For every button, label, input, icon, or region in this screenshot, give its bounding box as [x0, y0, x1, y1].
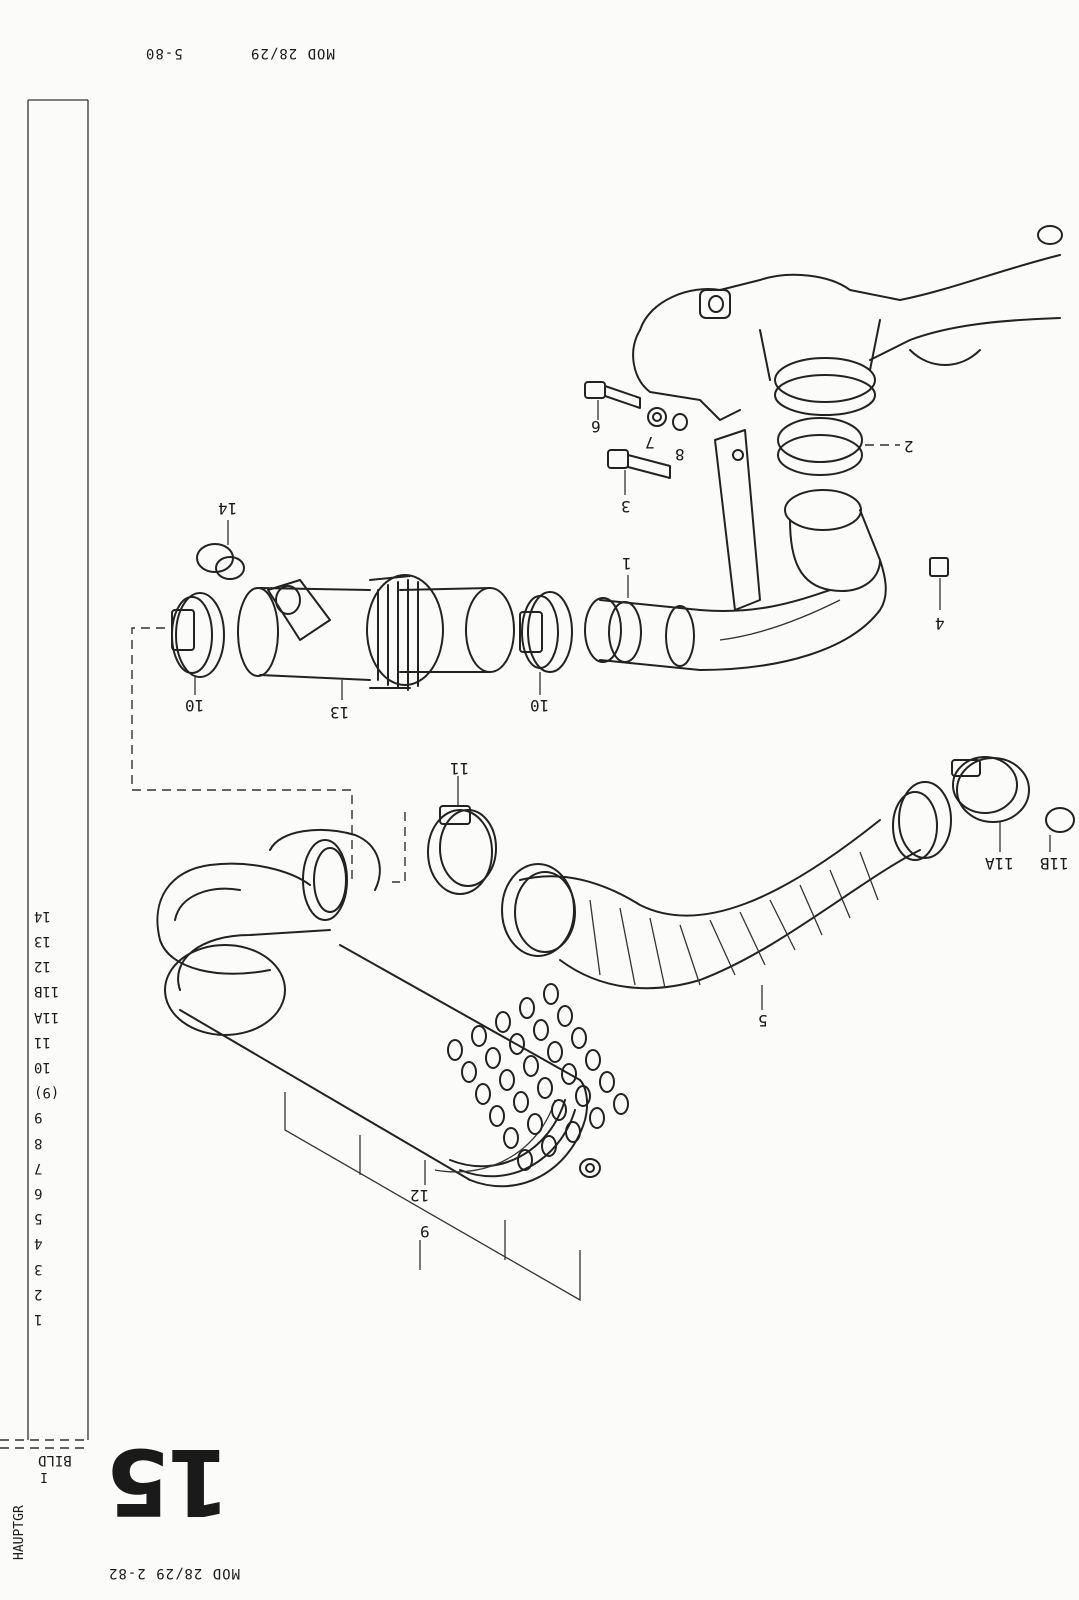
intake-manifold [632, 225, 1063, 421]
side-sep-label: I [40, 1469, 48, 1484]
perforation-hole [517, 1149, 533, 1171]
item-number-8: 8 [34, 1134, 43, 1151]
item-number-6: 6 [34, 1185, 43, 1201]
perforation-hole [571, 1027, 587, 1049]
hose-clamp-10-right [519, 591, 573, 695]
perforation-hole [461, 1061, 477, 1083]
dashed-leader [131, 627, 406, 883]
mounting-bracket [714, 429, 761, 611]
callout-1: 1 [622, 554, 632, 573]
air-cleaner-canister-9 [156, 829, 589, 1188]
side-hauptgr-label: HAUPTGR [12, 1505, 27, 1560]
item-number-17: 14 [34, 907, 51, 924]
perforation-hole [551, 1099, 567, 1121]
perforation-hole [557, 1005, 573, 1027]
perforation-hole [513, 1091, 529, 1113]
perforation-hole [495, 1011, 511, 1033]
perforation-hole [543, 983, 559, 1005]
perforation-hole [509, 1033, 525, 1055]
perforation-hole [537, 1077, 553, 1099]
item-number-7: 7 [34, 1159, 43, 1176]
callout-9: 9 [420, 1222, 430, 1241]
callout-4: 4 [935, 614, 945, 633]
item-number-11: 10 [34, 1059, 51, 1075]
item-number-4: 4 [34, 1235, 43, 1252]
perforation-hole [565, 1121, 581, 1143]
item-number-9: 9 [34, 1109, 43, 1126]
perforation-hole [489, 1105, 505, 1127]
perforation-hole [447, 1039, 463, 1061]
item-number-5: 5 [34, 1210, 43, 1227]
perforation-hole [475, 1083, 491, 1105]
index-column-lines [0, 99, 89, 1449]
perforation-hole [533, 1019, 549, 1041]
perforation-hole [589, 1107, 605, 1129]
callout-3: 3 [621, 497, 631, 516]
callout-2: 2 [904, 437, 914, 456]
hose-clamp-2 [777, 417, 900, 476]
cap-14 [196, 520, 245, 580]
perforation-hole [585, 1049, 601, 1071]
callout-5: 5 [758, 1011, 768, 1030]
perforation-hole [541, 1135, 557, 1157]
item-number-10: (9) [34, 1084, 60, 1101]
side-bild-label: BILD [38, 1452, 72, 1468]
callout-6: 6 [591, 417, 601, 436]
item-number-15: 12 [34, 958, 51, 975]
hose-clamp-11 [427, 776, 497, 895]
bottom-model-date-label: MOD 28/29 2-82 [108, 1565, 241, 1581]
air-filter-housing-13 [237, 574, 515, 700]
perforation-hole [527, 1113, 543, 1135]
nut [579, 1158, 601, 1178]
item-number-14: 11B [34, 983, 60, 1000]
perforation-hole [575, 1085, 591, 1107]
perforation-hole [613, 1093, 629, 1115]
callout-13: 13 [330, 703, 350, 722]
bolts-and-washers [584, 381, 949, 610]
perforation-hole [547, 1041, 563, 1063]
callout-10-left: 10 [185, 696, 205, 715]
item-number-3: 3 [34, 1260, 43, 1277]
callout-14: 14 [218, 499, 238, 518]
hose-clamp-11a [951, 756, 1075, 852]
item-number-13: 11A [34, 1008, 60, 1025]
top-model-label: MOD 28/29 [250, 45, 335, 61]
perforation-hole [523, 1055, 539, 1077]
plate-number: 15 [110, 1428, 231, 1535]
perforated-sleeve-12 [447, 983, 629, 1171]
perforation-hole [503, 1127, 519, 1149]
perforation-hole [485, 1047, 501, 1069]
top-date-label: 5-80 [145, 45, 183, 61]
perforation-hole [471, 1025, 487, 1047]
intake-elbow-1 [584, 489, 887, 671]
perforation-hole [499, 1069, 515, 1091]
callout-12: 12 [410, 1186, 430, 1205]
perforation-hole [561, 1063, 577, 1085]
callout-8: 8 [675, 445, 685, 464]
item-number-2: 2 [34, 1285, 43, 1302]
hose-clamp-10-left [171, 592, 225, 695]
callout-10-right: 10 [530, 696, 550, 715]
callout-7: 7 [645, 433, 655, 452]
perforation-hole [599, 1071, 615, 1093]
callout-11b: 11B [1040, 854, 1069, 873]
callout-11: 11 [450, 759, 470, 778]
callout-11a: 11A [985, 854, 1014, 873]
corrugated-hose-5 [501, 781, 952, 1010]
item-number-1: 1 [34, 1311, 43, 1327]
item-number-12: 11 [34, 1033, 51, 1050]
perforation-hole [519, 997, 535, 1019]
item-number-16: 13 [34, 933, 51, 949]
callout-brackets [284, 1092, 581, 1302]
